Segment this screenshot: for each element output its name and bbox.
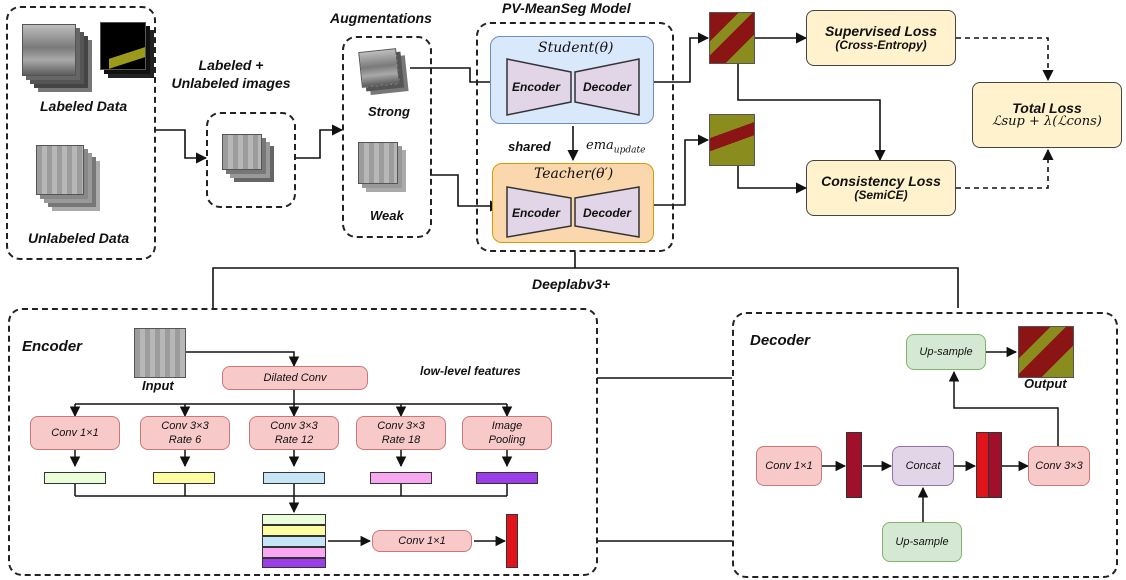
- teacher-encoder-shape: [506, 186, 572, 238]
- feature-bar-4: [370, 472, 432, 484]
- branch-2-line1: Conv 3×3: [270, 420, 318, 432]
- student-encoder-label: Encoder: [512, 80, 561, 94]
- student-label: Student(θ): [538, 40, 614, 56]
- concat-layer-1: [262, 514, 326, 525]
- decoder-conv3x3-box: Conv 3×3: [1028, 446, 1090, 486]
- ema-sub: update: [613, 145, 646, 156]
- labeled-mask-stack: [100, 22, 146, 70]
- branch-0-line1: Conv 1×1: [51, 427, 99, 439]
- mixed-images-text: Labeled + Unlabeled images: [171, 57, 291, 91]
- total-loss-title: Total Loss: [1012, 100, 1082, 116]
- feature-bar-1: [44, 472, 106, 484]
- branch-1-line1: Conv 3×3: [161, 420, 209, 432]
- encoder-conv1x1-box: Conv 1×1: [372, 530, 472, 552]
- decoder-conv1-label: Conv 1×1: [765, 460, 813, 472]
- strong-label: Strong: [368, 104, 410, 119]
- decoder-title: Decoder: [750, 332, 811, 349]
- augmentations-box: [342, 36, 432, 238]
- concat-layer-4: [262, 547, 326, 558]
- branch-3-line1: Conv 3×3: [377, 420, 425, 432]
- model-title: PV-MeanSeg Model: [502, 0, 631, 16]
- encoder-conv-out-label: Conv 1×1: [398, 535, 446, 547]
- student-encoder-shape: [506, 58, 572, 116]
- concat-layer-3: [262, 536, 326, 547]
- ema-label: emaupdate: [586, 138, 645, 156]
- teacher-encoder-label: Encoder: [512, 206, 561, 220]
- decoder-fmap-1: [846, 432, 862, 498]
- branch-1-line2: Rate 6: [168, 434, 202, 446]
- upsample-bottom-box: Up-sample: [882, 522, 962, 562]
- teacher-decoder-shape: [574, 186, 640, 238]
- teacher-label: Teacher(θ′): [534, 166, 614, 182]
- concat-label: Concat: [905, 460, 941, 472]
- concat-box: Concat: [892, 446, 954, 486]
- decoder-fmap-2b: [988, 432, 1002, 498]
- strong-aug-stack: [358, 48, 400, 88]
- mixed-images-label: Labeled + Unlabeled images: [166, 56, 296, 92]
- consistency-loss-sub: (SemiCE): [854, 188, 908, 202]
- encoder-title: Encoder: [22, 338, 83, 355]
- dilated-conv-label: Dilated Conv: [263, 372, 327, 384]
- supervised-loss-title: Supervised Loss: [824, 23, 938, 39]
- concat-stack: [262, 514, 326, 568]
- branch-4-line1: Image: [491, 420, 523, 432]
- upsample-top-label: Up-sample: [919, 346, 973, 358]
- labeled-data-label: Labeled Data: [40, 98, 128, 114]
- ema-base: ema: [586, 138, 614, 153]
- unlabeled-image-stack: [36, 145, 84, 195]
- data-panel: [6, 6, 156, 260]
- student-prediction-map: [709, 12, 755, 64]
- model-box: [476, 22, 674, 252]
- feature-bar-5: [476, 472, 538, 484]
- branch-2-line2: Rate 12: [274, 434, 314, 446]
- decoder-panel: [732, 312, 1118, 578]
- teacher-decoder-label: Decoder: [583, 206, 632, 220]
- dilated-conv-box: Dilated Conv: [222, 366, 368, 390]
- total-loss-formula: ℒsup + λ(ℒcons): [992, 114, 1102, 129]
- teacher-prediction-map: [709, 114, 755, 166]
- upsample-top-box: Up-sample: [906, 334, 986, 370]
- consistency-loss-box: Consistency Loss (SemiCE): [806, 160, 956, 216]
- encoder-output-bar: [506, 514, 518, 568]
- branch-conv1x1: Conv 1×1: [30, 416, 120, 450]
- mixed-images-box: [206, 112, 296, 208]
- output-map: [1018, 326, 1074, 378]
- supervised-loss-box: Supervised Loss (Cross-Entropy): [806, 10, 956, 66]
- feature-bar-2: [153, 472, 215, 484]
- low-level-features-label: low-level features: [420, 364, 521, 378]
- input-label: Input: [142, 378, 174, 393]
- input-image: [134, 328, 186, 378]
- concat-layer-5: [262, 558, 326, 568]
- unlabeled-data-label: Unlabeled Data: [28, 230, 130, 246]
- labeled-image-stack: [22, 24, 76, 76]
- concat-layer-2: [262, 525, 326, 536]
- augmentations-title: Augmentations: [330, 10, 432, 26]
- decoder-conv1x1-box: Conv 1×1: [756, 446, 822, 486]
- total-loss-box: Total Loss ℒsup + λ(ℒcons): [972, 82, 1122, 148]
- student-decoder-shape: [574, 58, 640, 116]
- upsample-bottom-label: Up-sample: [895, 536, 949, 548]
- decoder-conv3-label: Conv 3×3: [1035, 460, 1083, 472]
- feature-bar-3: [263, 472, 325, 484]
- weak-label: Weak: [370, 208, 404, 223]
- student-decoder-label: Decoder: [583, 80, 632, 94]
- shared-label: shared: [508, 139, 551, 154]
- deeplab-title: Deeplabv3+: [532, 276, 611, 292]
- supervised-loss-sub: (Cross-Entropy): [835, 38, 927, 52]
- encoder-panel: [8, 308, 598, 576]
- branch-3-line2: Rate 18: [381, 434, 421, 446]
- consistency-loss-title: Consistency Loss: [821, 173, 941, 189]
- mixed-image-stack: [222, 134, 262, 170]
- output-label: Output: [1024, 376, 1067, 391]
- branch-4-line2: Pooling: [488, 434, 526, 446]
- weak-aug-stack: [358, 142, 398, 184]
